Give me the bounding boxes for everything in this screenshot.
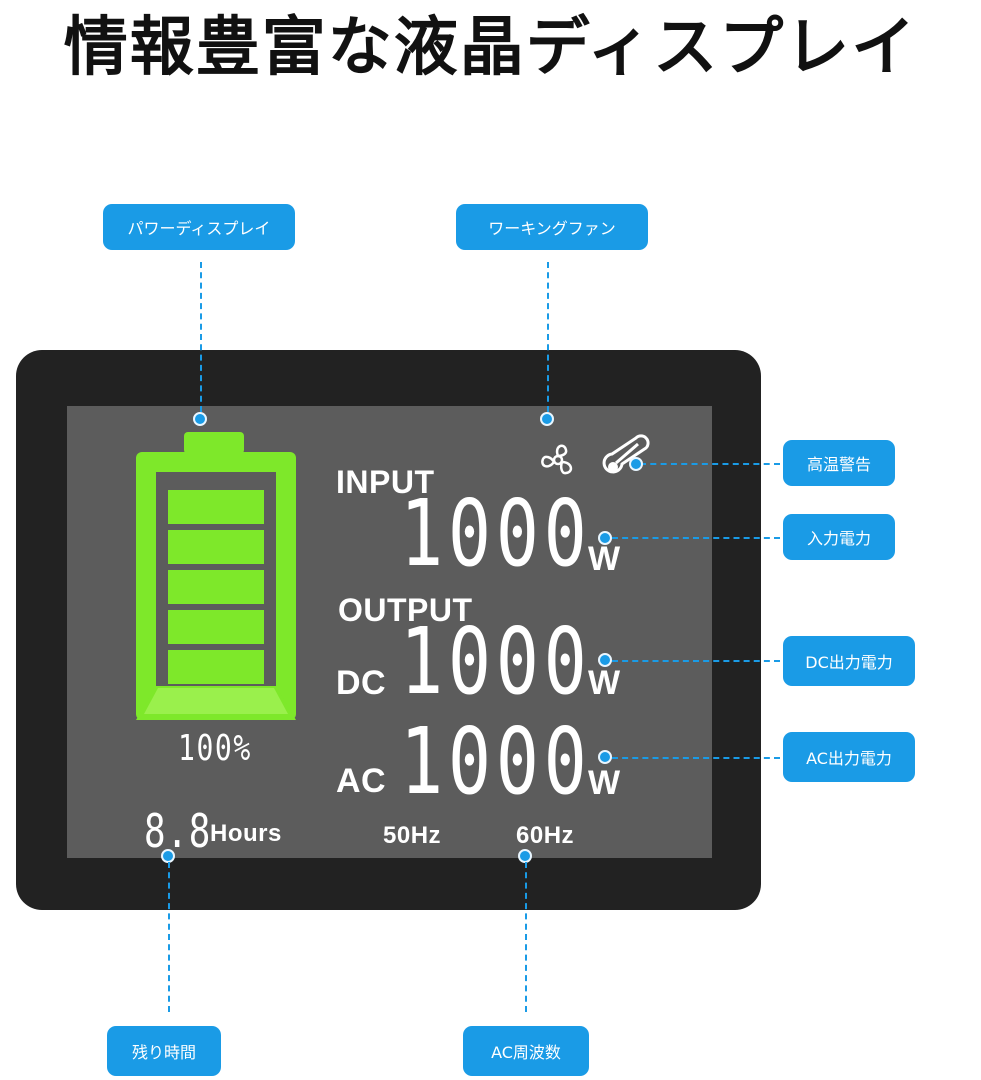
- ac-output-unit: W: [588, 764, 621, 802]
- callout-input-power: 入力電力: [783, 514, 895, 560]
- dc-output-value: 1000: [400, 608, 592, 715]
- callout-dc-output-power: DC出力電力: [783, 636, 915, 686]
- callout-ac-frequency-line: [525, 862, 527, 1012]
- callout-dc-output-line: [612, 660, 780, 662]
- callout-working-fan: ワーキングファン: [456, 204, 648, 250]
- battery-level-bars: [168, 490, 264, 684]
- callout-power-display-dot: [193, 412, 207, 426]
- callout-ac-output-power: AC出力電力: [783, 732, 915, 782]
- callout-remaining-time-line: [168, 862, 170, 1012]
- input-label: INPUT: [336, 464, 435, 500]
- input-unit: W: [588, 540, 621, 578]
- freq-60hz: 60Hz: [516, 822, 575, 849]
- hours-unit: Hours: [210, 820, 282, 847]
- dc-output-unit: W: [588, 664, 621, 702]
- ac-output-value: 1000: [400, 708, 592, 815]
- page-headline: 情報豊富な液晶ディスプレイ: [63, 11, 918, 85]
- callout-ac-frequency: AC周波数: [463, 1026, 589, 1076]
- input-value: 1000: [400, 480, 592, 587]
- callout-high-temp-warning: 高温警告: [783, 440, 895, 486]
- freq-50hz: 50Hz: [383, 822, 442, 849]
- callout-ac-output-line: [612, 757, 780, 759]
- callout-high-temp-dot: [629, 457, 643, 471]
- callout-high-temp-line: [640, 463, 780, 465]
- hours-value: 8.8: [144, 804, 212, 858]
- dc-label: DC: [336, 664, 387, 702]
- callout-power-display-line: [200, 262, 202, 412]
- callout-input-power-line: [612, 537, 780, 539]
- callout-working-fan-dot: [540, 412, 554, 426]
- callout-power-display: パワーディスプレイ: [103, 204, 295, 250]
- callout-working-fan-line: [547, 262, 549, 412]
- battery-icon: [136, 432, 296, 720]
- callout-input-power-dot: [598, 531, 612, 545]
- callout-remaining-time-dot: [161, 849, 175, 863]
- callout-dc-output-dot: [598, 653, 612, 667]
- ac-label: AC: [336, 762, 387, 800]
- thermometer-icon: [602, 434, 650, 474]
- callout-ac-frequency-dot: [518, 849, 532, 863]
- callout-ac-output-dot: [598, 750, 612, 764]
- fan-icon: [541, 444, 573, 475]
- battery-percent: 100%: [178, 728, 252, 769]
- callout-remaining-time: 残り時間: [107, 1026, 221, 1076]
- output-label: OUTPUT: [338, 592, 473, 628]
